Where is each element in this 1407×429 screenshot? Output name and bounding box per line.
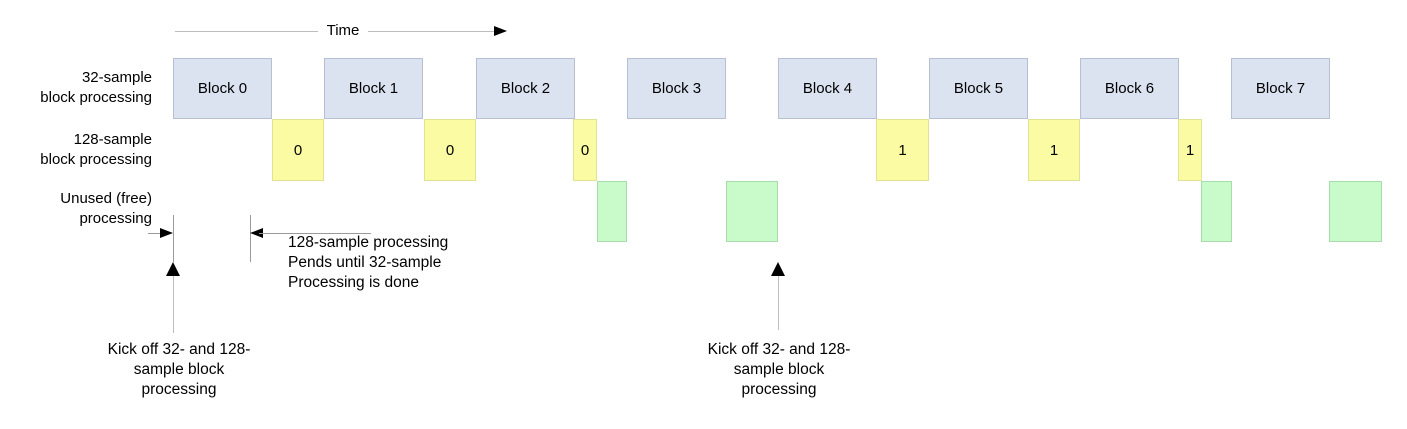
kickoff-pointer-line-1 bbox=[173, 276, 174, 333]
block-4: Block 4 bbox=[778, 58, 877, 119]
block-2: Block 2 bbox=[476, 58, 575, 119]
row-label-line: 32-sample bbox=[81, 69, 152, 86]
block-1: Block 1 bbox=[324, 58, 423, 119]
pend-note-line: Processing is done bbox=[288, 274, 419, 291]
row-label-line: Unused (free) bbox=[60, 190, 152, 207]
block-128-1: 0 bbox=[424, 119, 476, 181]
block-128-3: 1 bbox=[876, 119, 929, 181]
block-7: Block 7 bbox=[1231, 58, 1330, 119]
block-128-0: 0 bbox=[272, 119, 324, 181]
pend-note: 128-sample processing Pends until 32-sam… bbox=[288, 233, 448, 293]
block-3: Block 3 bbox=[627, 58, 726, 119]
dimension-tick-left bbox=[173, 215, 174, 262]
block-128-4: 1 bbox=[1028, 119, 1080, 181]
dimension-line-right bbox=[259, 233, 371, 234]
dimension-tick-right bbox=[250, 215, 251, 262]
kickoff-note-2: Kick off 32- and 128- sample block proce… bbox=[694, 340, 864, 400]
time-axis-arrowhead-icon bbox=[494, 26, 507, 36]
unused-block-2 bbox=[1201, 181, 1232, 242]
right-arrowhead-icon bbox=[160, 228, 173, 238]
time-axis-label: Time bbox=[318, 21, 368, 40]
kickoff-note-line: Kick off 32- and 128- bbox=[107, 341, 251, 358]
block-128-2: 0 bbox=[573, 119, 597, 181]
row-label-32-sample: 32-sample block processing bbox=[0, 68, 152, 108]
row-label-line: processing bbox=[79, 210, 152, 227]
kickoff-pointer-line-2 bbox=[778, 276, 779, 330]
up-arrowhead-icon bbox=[771, 262, 785, 276]
block-5: Block 5 bbox=[929, 58, 1028, 119]
kickoff-note-line: sample block bbox=[733, 361, 825, 378]
pend-note-line: 128-sample processing bbox=[288, 234, 449, 251]
row-label-line: block processing bbox=[40, 89, 152, 106]
row-label-line: block processing bbox=[40, 151, 152, 168]
unused-block-3 bbox=[1329, 181, 1382, 242]
row-label-line: 128-sample bbox=[73, 131, 152, 148]
left-arrowhead-icon bbox=[250, 228, 263, 238]
dimension-line-left bbox=[148, 233, 162, 234]
block-0: Block 0 bbox=[173, 58, 272, 119]
kickoff-note-line: sample block bbox=[133, 361, 225, 378]
row-label-128-sample: 128-sample block processing bbox=[0, 130, 152, 170]
row-label-unused: Unused (free) processing bbox=[0, 189, 152, 229]
block-6: Block 6 bbox=[1080, 58, 1179, 119]
kickoff-note-line: processing bbox=[141, 381, 217, 398]
unused-block-0 bbox=[597, 181, 627, 242]
up-arrowhead-icon bbox=[166, 262, 180, 276]
block-128-5: 1 bbox=[1178, 119, 1202, 181]
kickoff-note-line: Kick off 32- and 128- bbox=[707, 341, 851, 358]
kickoff-note-line: processing bbox=[741, 381, 817, 398]
pend-note-line: Pends until 32-sample bbox=[288, 254, 442, 271]
unused-block-1 bbox=[726, 181, 778, 242]
kickoff-note-1: Kick off 32- and 128- sample block proce… bbox=[94, 340, 264, 400]
